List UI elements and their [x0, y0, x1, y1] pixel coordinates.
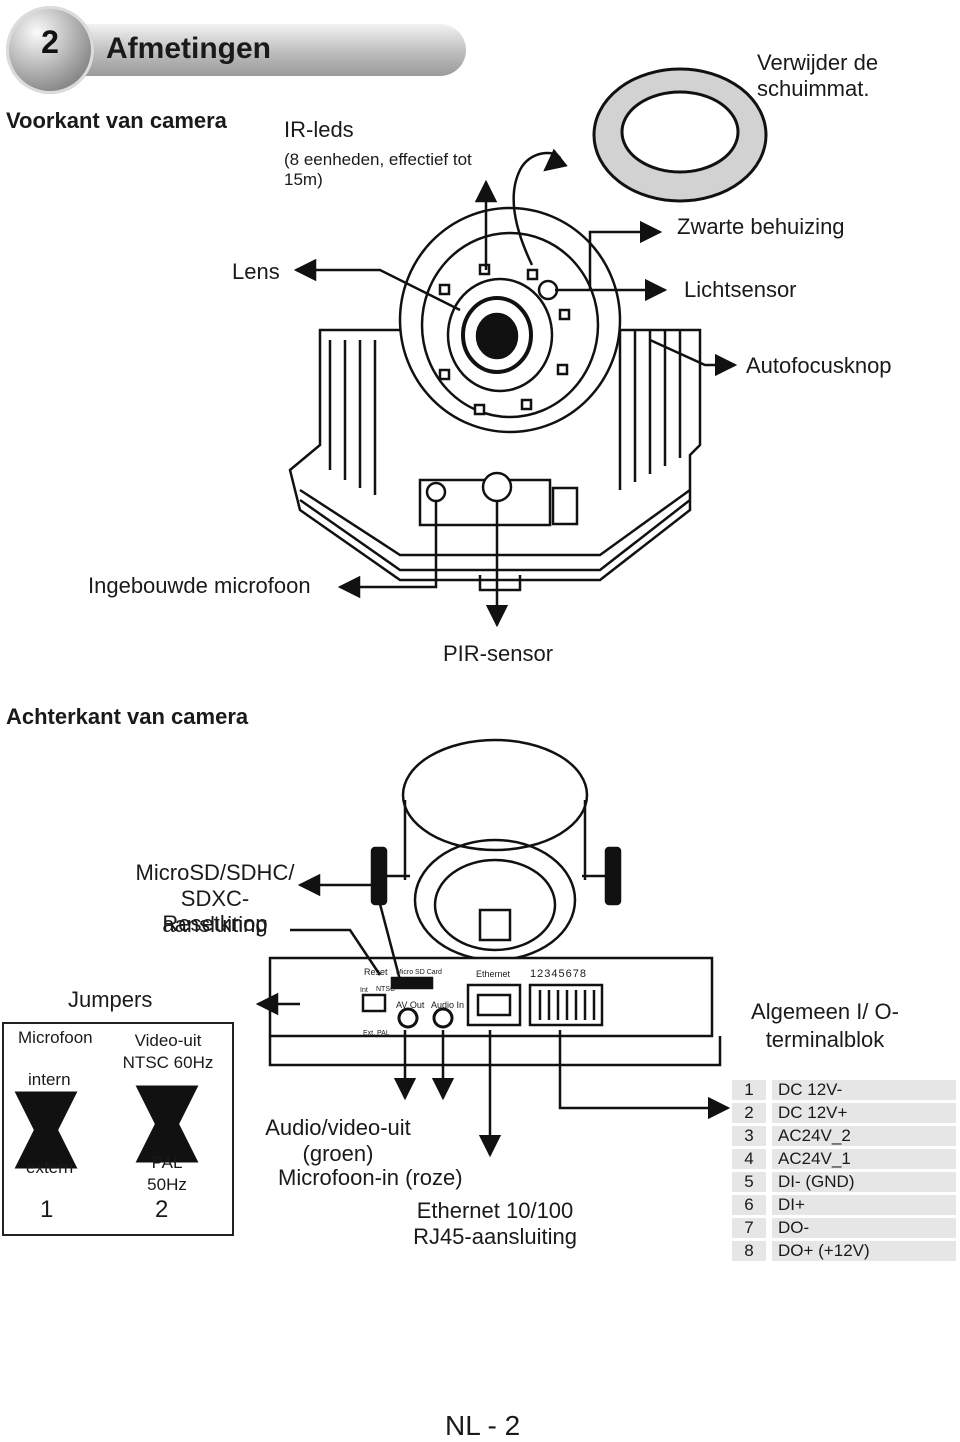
microphone-label: Ingebouwde microfoon	[88, 573, 311, 598]
pin-number: 3	[732, 1126, 766, 1146]
jumper-1-top: intern	[28, 1070, 71, 1089]
terminal-table: 1 DC 12V- 2 DC 12V+ 3 AC24V_2 4 AC24V_1 5 DI-…	[732, 1077, 956, 1264]
front-camera-illustration	[288, 206, 702, 592]
av-out-label: Audio/video-uit (groen)	[265, 1115, 411, 1166]
panel-audio-in-label: Audio In	[431, 1000, 465, 1010]
pin-label: AC24V_2	[772, 1126, 956, 1146]
ir-leds-label: IR-leds	[284, 117, 354, 142]
pin-number: 8	[732, 1241, 766, 1261]
panel-reset-label: Reset	[364, 967, 388, 977]
jumper-2-number: 2	[155, 1196, 169, 1223]
panel-ext-label: Ext.	[363, 1030, 376, 1037]
pin-label: DI+	[772, 1195, 956, 1215]
back-camera-illustration	[268, 738, 722, 1067]
table-row: 4 AC24V_1	[732, 1149, 956, 1169]
leader-microphone	[337, 500, 438, 599]
leader-io-block	[558, 1030, 731, 1120]
table-row: 2 DC 12V+	[732, 1103, 956, 1123]
lens-label: Lens	[232, 259, 280, 284]
leader-housing	[588, 220, 663, 290]
reset-label: Resetknop	[162, 911, 268, 936]
foam-ring-illustration	[592, 67, 768, 203]
light-sensor-label: Lichtsensor	[684, 277, 797, 302]
header-number-badge	[6, 6, 94, 94]
mic-in-label: Microfoon-in (roze)	[278, 1165, 463, 1190]
pin-number: 6	[732, 1195, 766, 1215]
back-section-title: Achterkant van camera	[6, 704, 249, 729]
pin-label: DO-	[772, 1218, 956, 1238]
jumpers-title: Jumpers	[68, 987, 153, 1012]
page-title: Afmetingen	[106, 32, 271, 65]
terminal-title: Algemeen I/ O-terminalblok	[751, 999, 899, 1052]
header-bar	[46, 24, 466, 76]
panel-av-out-label: AV Out	[396, 1000, 425, 1010]
pin-label: AC24V_1	[772, 1149, 956, 1169]
pin-label: DC 12V+	[772, 1103, 956, 1123]
jumper-1-number: 1	[40, 1196, 54, 1223]
pin-number: 7	[732, 1218, 766, 1238]
pin-label: DI- (GND)	[772, 1172, 956, 1192]
remove-foam-label: Verwijder de schuimmat.	[757, 50, 879, 101]
table-row: 8 DO+ (+12V)	[732, 1241, 956, 1261]
section-header: 2 Afmetingen	[6, 6, 466, 94]
pin-number: 5	[732, 1172, 766, 1192]
panel-int-label: Int	[360, 987, 368, 994]
panel-microsd-label: Micro SD Card	[396, 969, 442, 976]
table-row: 5 DI- (GND)	[732, 1172, 956, 1192]
pir-sensor-label: PIR-sensor	[443, 641, 554, 666]
jumper-1-header: Microfoon	[18, 1028, 93, 1047]
ethernet-label: Ethernet 10/100 RJ45-aansluiting	[413, 1198, 577, 1249]
panel-pal-label: PAL	[377, 1030, 390, 1037]
table-row: 1 DC 12V-	[732, 1080, 956, 1100]
jumper-2-header: Video-uit NTSC 60Hz	[122, 1031, 214, 1072]
jumper-2-bottom: PAL 50Hz	[147, 1153, 187, 1194]
autofocus-label: Autofocusknop	[746, 353, 892, 378]
pin-label: DC 12V-	[772, 1080, 956, 1100]
leader-lens	[293, 258, 461, 312]
table-row: 7 DO-	[732, 1218, 956, 1238]
pin-number: 4	[732, 1149, 766, 1169]
pin-label: DO+ (+12V)	[772, 1241, 956, 1261]
pin-number: 1	[732, 1080, 766, 1100]
pin-number: 2	[732, 1103, 766, 1123]
black-housing-label: Zwarte behuizing	[677, 214, 845, 239]
page-number: NL - 2	[445, 1410, 521, 1441]
front-section-title: Voorkant van camera	[6, 108, 227, 133]
panel-ntsc-label: NTSC	[376, 986, 396, 993]
microsd-label: MicroSD/SDHC/ SDXC-aansluiting	[135, 860, 295, 937]
panel-ethernet-label: Ethernet	[476, 969, 511, 979]
panel-pins-label: 12345678	[530, 968, 587, 980]
leader-autofocus	[649, 338, 738, 377]
jumpers-table	[2, 1022, 234, 1236]
ir-leds-note: (8 eenheden, effectief tot 15m)	[284, 150, 472, 189]
table-row: 3 AC24V_2	[732, 1126, 956, 1146]
leader-reset	[290, 928, 382, 976]
table-row: 6 DI+	[732, 1195, 956, 1215]
leader-microsd	[297, 873, 402, 981]
header-number: 2	[41, 24, 59, 60]
jumper-1-bottom: extern	[26, 1158, 74, 1177]
